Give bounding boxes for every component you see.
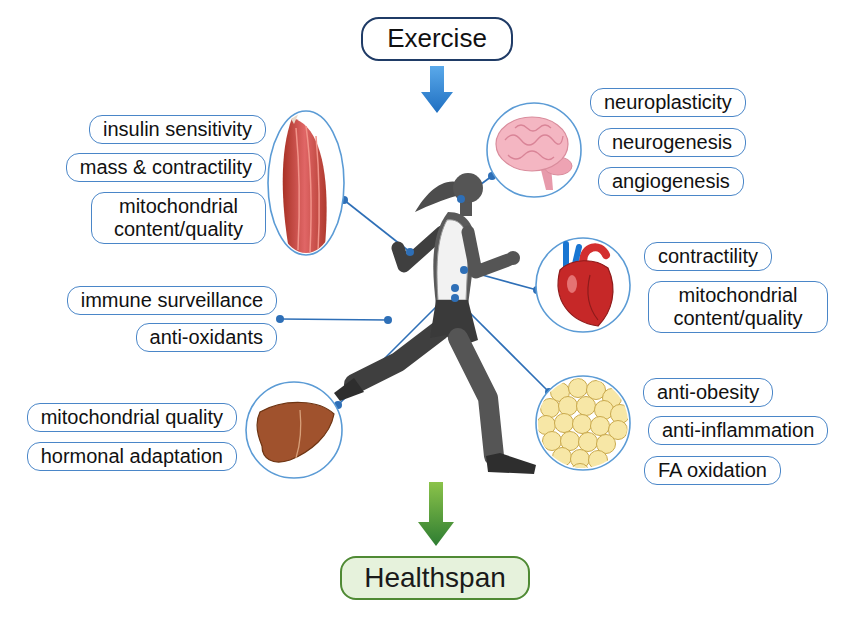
- liver: [257, 402, 334, 462]
- fat-cell: [571, 464, 590, 483]
- node-label: mitochondrial content/quality: [105, 195, 252, 241]
- node-label: anti-obesity: [657, 381, 759, 404]
- node-label: FA oxidation: [658, 459, 767, 482]
- leader-dot: [451, 294, 459, 302]
- leader-line: [280, 319, 388, 320]
- organ-circle: [487, 103, 581, 197]
- hand: [506, 251, 520, 265]
- fat-cell: [579, 433, 598, 452]
- heart-icon: [536, 238, 630, 332]
- aorta: [583, 247, 606, 262]
- node-label: mass & contractility: [80, 156, 252, 179]
- effect-pill: anti-inflammation: [648, 416, 828, 445]
- leader-dot: [451, 284, 459, 292]
- organ-circle: [268, 111, 344, 255]
- liver-icon: [246, 382, 342, 478]
- effect-pill: neurogenesis: [598, 128, 746, 157]
- fat-cell: [589, 451, 608, 470]
- liver-lobe: [296, 410, 301, 458]
- effect-pill: angiogenesis: [598, 167, 744, 196]
- fat-cell: [553, 448, 572, 467]
- front-leg: [458, 338, 494, 456]
- heart: [558, 261, 613, 326]
- heart-groove: [588, 275, 598, 320]
- fat-cell: [577, 397, 596, 416]
- effect-pill: mass & contractility: [66, 153, 266, 182]
- shoe: [334, 378, 364, 401]
- organ-circle: [246, 382, 342, 478]
- fat-cell: [591, 417, 610, 436]
- down-arrow: [418, 482, 454, 546]
- node-label: neuroplasticity: [604, 91, 732, 114]
- brain-folds: [505, 125, 563, 160]
- node-label: anti-inflammation: [662, 419, 814, 442]
- organ-circle: [536, 376, 630, 470]
- node-label: mitochondrial content/quality: [662, 284, 814, 330]
- tendon: [286, 110, 300, 124]
- fat-icon: [536, 376, 630, 483]
- effect-pill: insulin sensitivity: [89, 115, 266, 144]
- leader-dot: [460, 266, 468, 274]
- head: [453, 173, 483, 203]
- node-label: neurogenesis: [612, 131, 732, 154]
- down-arrow: [421, 66, 453, 113]
- runner-figure: [334, 173, 536, 474]
- leader-dot: [384, 316, 392, 324]
- effect-pill: mitochondrial content/quality: [91, 192, 266, 244]
- ponytail: [415, 181, 458, 212]
- effect-pill: mitochondrial quality: [27, 403, 237, 432]
- effect-pill: hormonal adaptation: [27, 442, 237, 471]
- node-label: immune surveillance: [81, 289, 263, 312]
- outcome-box: Healthspan: [340, 556, 530, 600]
- node-label: angiogenesis: [612, 170, 730, 193]
- node-label: hormonal adaptation: [41, 445, 223, 468]
- leader-dot: [276, 315, 284, 323]
- fat-cell: [541, 399, 560, 418]
- organ-circle: [536, 238, 630, 332]
- muscle-fibres: [296, 126, 319, 252]
- node-label: insulin sensitivity: [103, 118, 252, 141]
- front-arm: [468, 232, 508, 272]
- effect-pill: anti-obesity: [643, 378, 773, 407]
- muscle: [283, 118, 327, 256]
- fat-cell: [573, 415, 592, 434]
- leader-dot: [457, 195, 465, 203]
- fat-cell: [569, 379, 588, 398]
- muscle-icon: [268, 110, 344, 256]
- effect-pill: neuroplasticity: [590, 88, 746, 117]
- highlight: [567, 275, 577, 293]
- effect-pill: contractility: [644, 242, 772, 271]
- effect-pill: anti-oxidants: [136, 323, 277, 352]
- node-label: Exercise: [387, 24, 487, 54]
- fat-cell: [555, 414, 574, 433]
- effect-pill: FA oxidation: [644, 456, 781, 485]
- effect-pill: immune surveillance: [67, 286, 277, 315]
- brain: [496, 117, 568, 171]
- fat-cell: [559, 397, 578, 416]
- leader-dot: [406, 248, 414, 256]
- effect-pill: mitochondrial content/quality: [648, 281, 828, 333]
- node-label: contractility: [658, 245, 758, 268]
- shoe: [486, 453, 536, 474]
- node-label: anti-oxidants: [150, 326, 263, 349]
- back-leg: [354, 330, 440, 384]
- node-label: mitochondrial quality: [41, 406, 223, 429]
- brain-icon: [487, 103, 581, 197]
- start-box: Exercise: [361, 17, 513, 61]
- node-label: Healthspan: [364, 562, 506, 594]
